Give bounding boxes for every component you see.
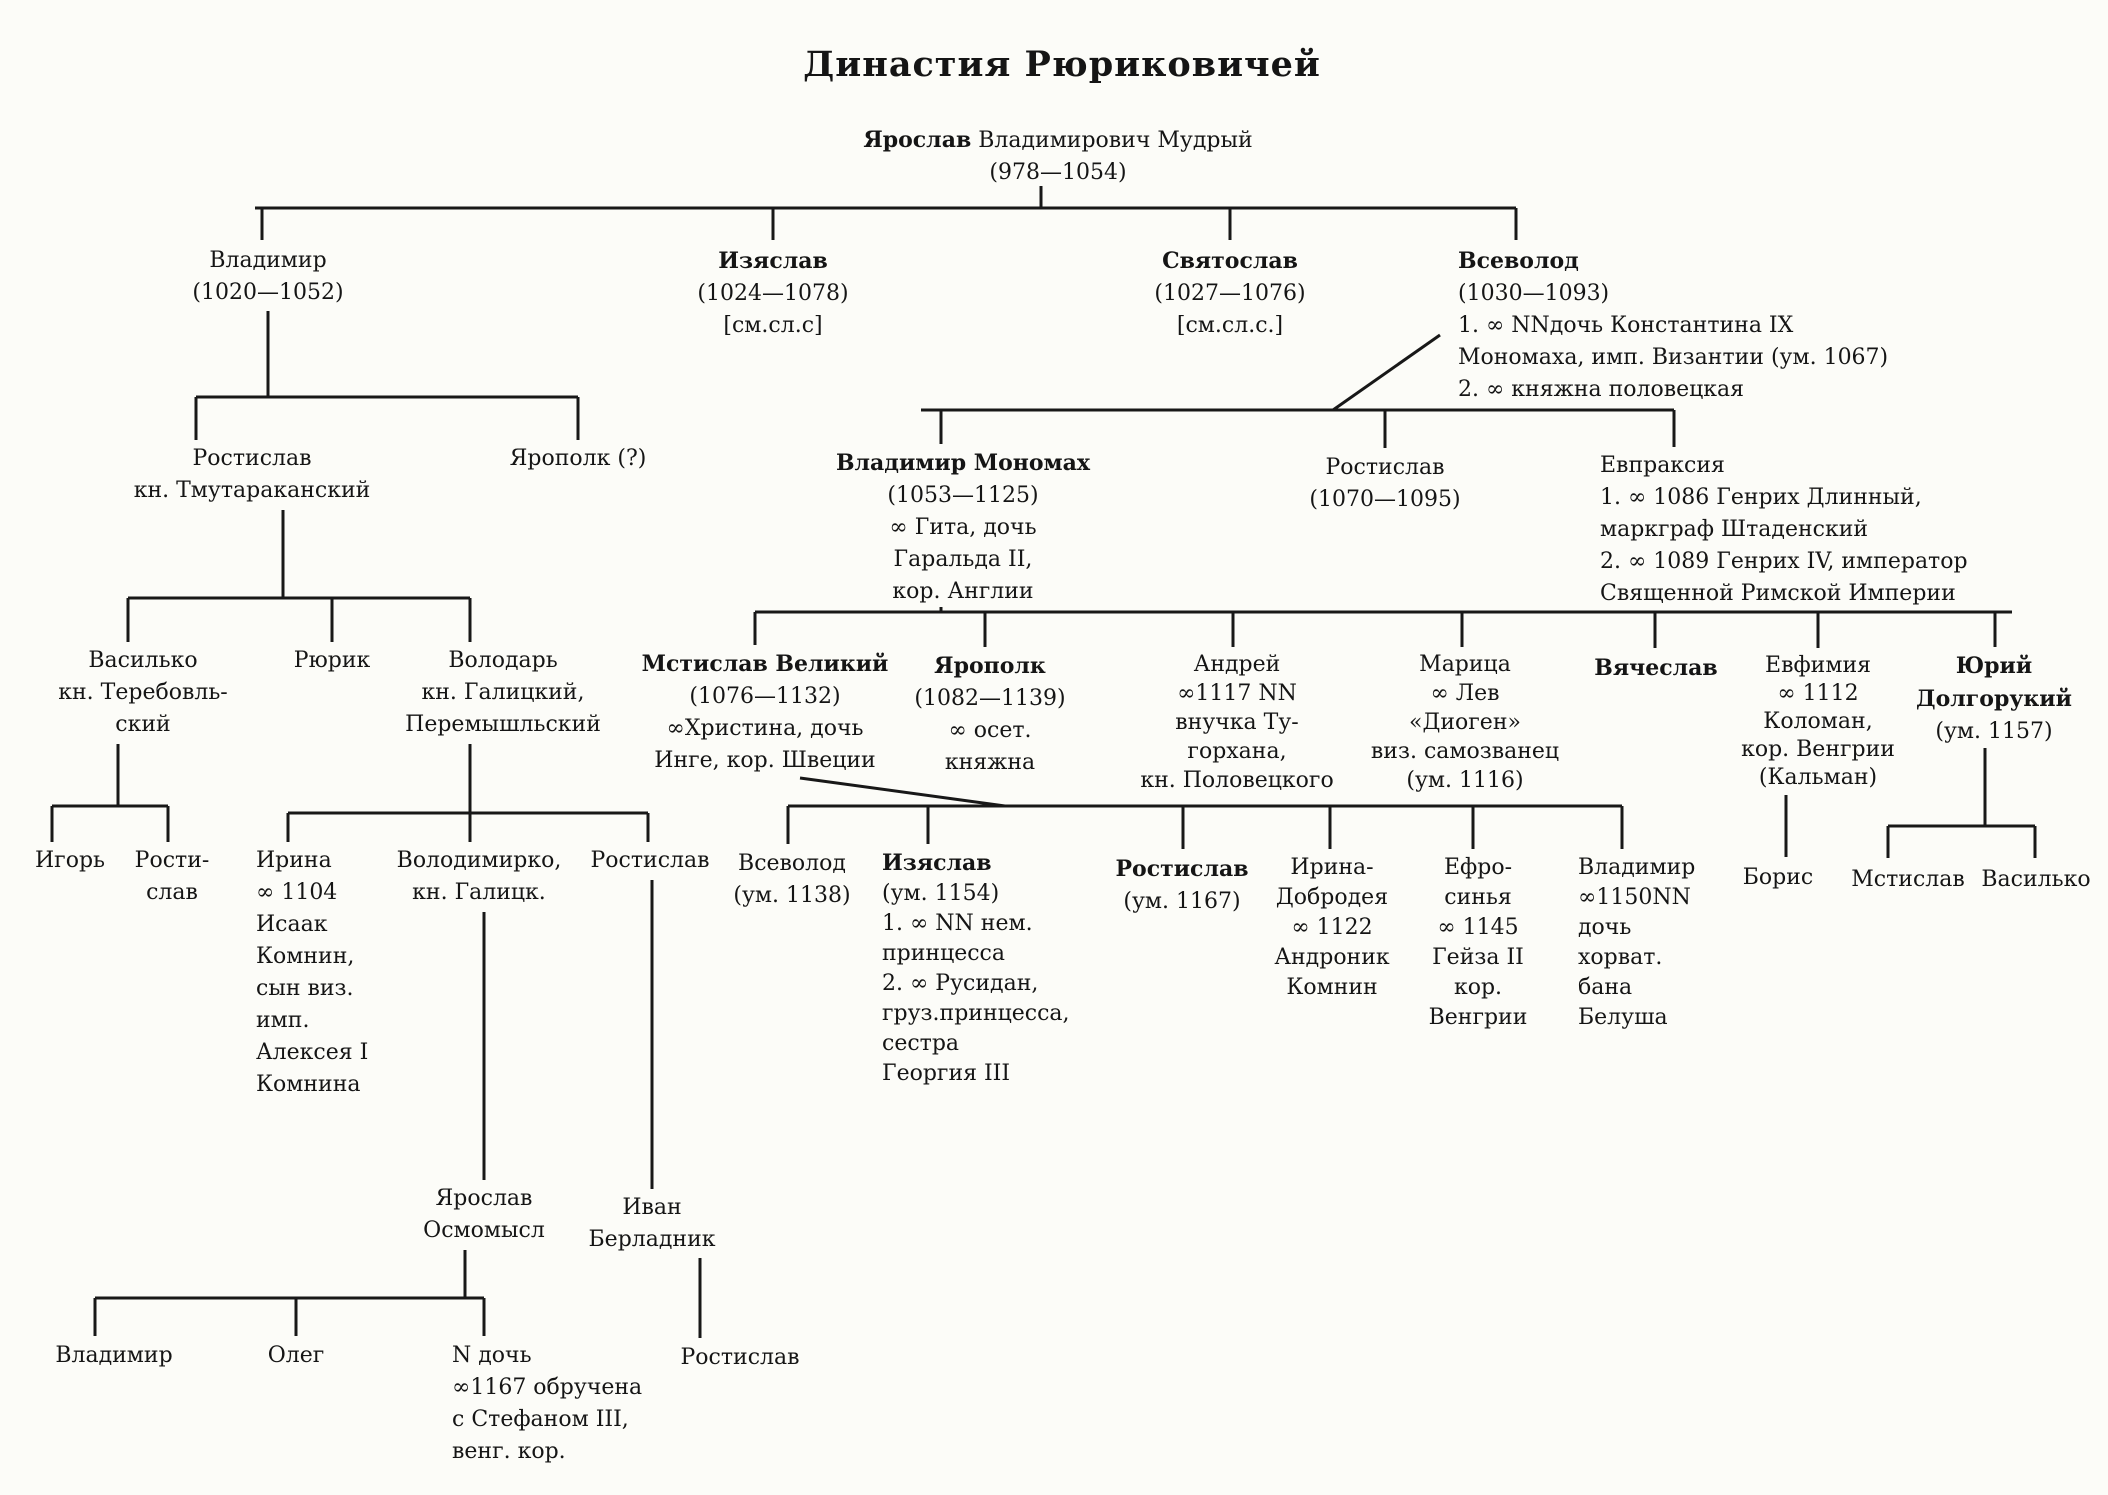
person-rostislav-berladnikovich: Ростислав [680,1345,800,1370]
diagram-title: Династия Рюриковичей [803,44,1321,85]
person-oleg: Олег [267,1343,325,1368]
person-izyaslav-1024: Изяслав(1024—1078)[см.сл.с] [697,248,849,338]
person-vladimir-osmomyslich: Владимир [55,1343,173,1368]
person-igor: Игорь [34,848,106,873]
person-yaropolk-1082: Ярополк(1082—1139)∞ осет.княжна [914,653,1066,775]
person-yaropolk-question: Ярополк (?) [509,446,647,471]
person-rostislav-1070: Ростислав(1070—1095) [1309,455,1461,512]
connector-line [799,776,1006,808]
person-ryurik: Рюрик [293,648,371,673]
person-rostislav-volodarevich: Ростислав [590,848,710,873]
person-mstislav-veliky: Мстислав Великий(1076—1132)∞Христина, до… [641,651,889,773]
person-volodimirko: Володимирко,кн. Галицк. [396,848,562,905]
person-vyacheslav: Вячеслав [1594,655,1718,681]
person-vasilko-yuryevich: Василько [1981,867,2091,892]
person-vsevolod-1138: Всеволод(ум. 1138) [733,851,851,908]
person-vladimir-1020: Владимир(1020—1052) [192,248,344,305]
person-vsevolod-1030: Всеволод(1030—1093)1. ∞ NNдочь Константи… [1458,248,1889,402]
person-rostislav-1167: Ростислав(ум. 1167) [1115,856,1249,914]
person-svyatoslav-1027: Святослав(1027—1076)[см.сл.с.] [1154,248,1306,338]
person-maritsa: Марица∞ Лев«Диоген»виз. самозванец(ум. 1… [1370,652,1560,793]
person-rostislav-vasilkovich: Рости-слав [134,848,210,905]
person-yaroslav-mudry: Ярослав Владимирович Мудрый(978—1054) [863,127,1253,185]
person-boris: Борис [1742,865,1814,890]
person-mstislav-yuryevich: Мстислав [1851,867,1965,892]
connector-line [1332,333,1441,412]
